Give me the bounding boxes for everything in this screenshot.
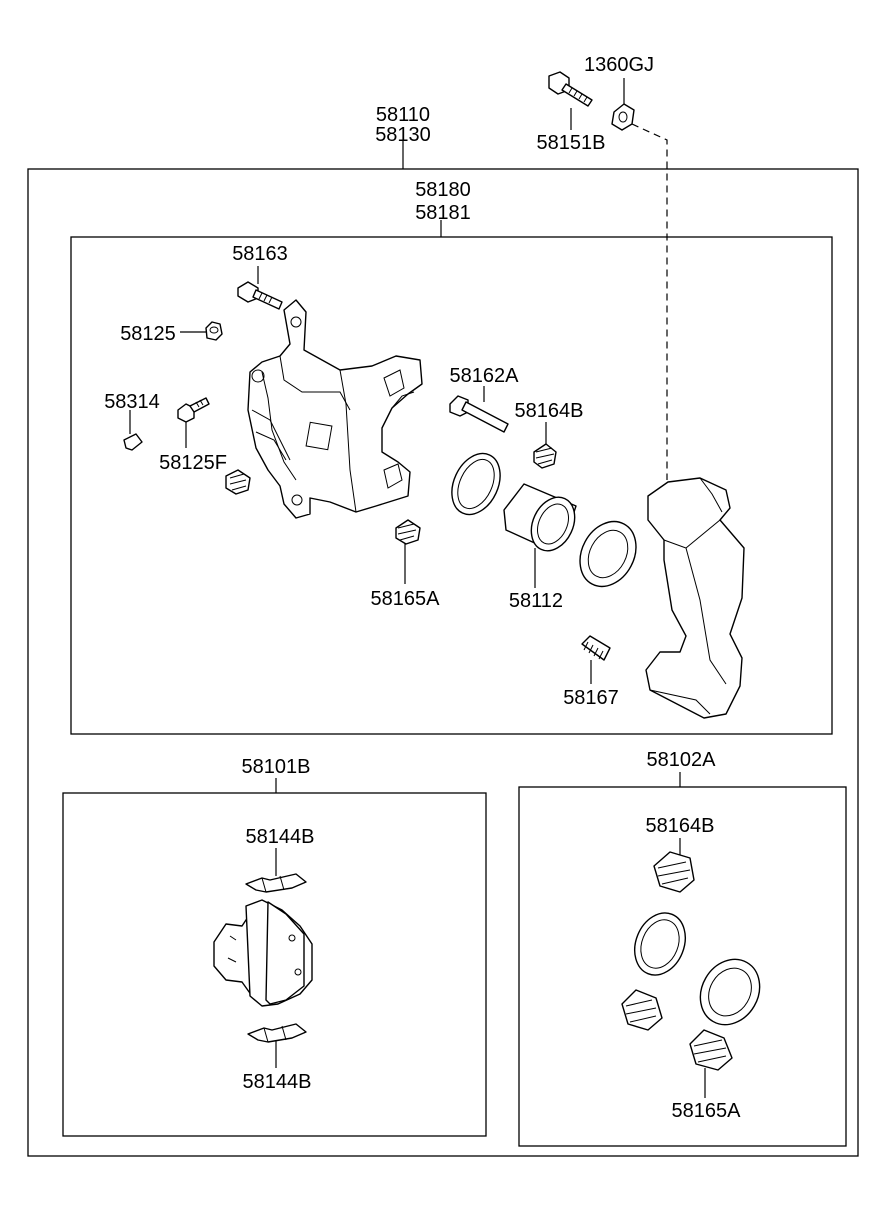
- label-clip-top-58144b: 58144B: [246, 826, 315, 848]
- kit-boot-58165a-icon: [689, 1029, 733, 1071]
- label-58125f: 58125F: [159, 452, 227, 474]
- caliper-frame: [70, 236, 833, 735]
- bolt-58151b-icon: [548, 71, 593, 107]
- label-kit-58164b: 58164B: [646, 815, 715, 837]
- label-pad-kit-58101b: 58101B: [242, 756, 311, 778]
- seal-kit-frame: [518, 786, 847, 1147]
- cap-58314-icon: [123, 433, 143, 451]
- brake-pad-right-icon: [245, 899, 313, 1007]
- piston-seal-ring-icon: [451, 452, 501, 516]
- pad-clip-top-icon: [245, 873, 307, 893]
- outer-assembly-frame: [27, 168, 859, 1157]
- caliper-housing-icon: [247, 299, 423, 519]
- label-58163: 58163: [232, 243, 288, 265]
- bleeder-screw-58125f-icon: [177, 397, 210, 423]
- label-assembly-58130: 58130: [375, 124, 431, 146]
- label-assembly-58110: 58110: [376, 104, 430, 126]
- label-58167: 58167: [563, 687, 619, 709]
- kit-dust-boot-icon: [699, 958, 761, 1026]
- label-seal-kit-58102a: 58102A: [647, 749, 717, 771]
- label-clip-bottom-58144b: 58144B: [243, 1071, 312, 1093]
- kit-boot-left-icon: [621, 989, 663, 1031]
- kit-seal-ring-icon: [634, 912, 686, 976]
- boot-left-icon: [225, 469, 251, 495]
- label-58125: 58125: [120, 323, 176, 345]
- label-58151b: 58151B: [537, 132, 606, 154]
- washer-1360gj-icon: [611, 103, 635, 131]
- kit-boot-58164b-icon: [653, 851, 695, 893]
- label-58314: 58314: [104, 391, 160, 413]
- label-58164b: 58164B: [515, 400, 584, 422]
- leader-lines: [129, 78, 706, 1098]
- label-58112: 58112: [509, 590, 563, 612]
- label-58165a: 58165A: [371, 588, 441, 610]
- guide-pin-58162a-icon: [449, 395, 509, 433]
- dust-boot-ring-icon: [579, 520, 637, 588]
- caliper-bracket-icon: [645, 477, 745, 719]
- pad-clip-bottom-icon: [247, 1023, 307, 1043]
- label-1360gj: 1360GJ: [584, 54, 654, 76]
- pad-kit-frame: [62, 792, 487, 1137]
- bolt-58163-icon: [237, 281, 283, 310]
- bleeder-cap-58125-icon: [205, 321, 223, 341]
- label-caliper-58181: 58181: [415, 202, 471, 224]
- label-kit-58165a: 58165A: [672, 1100, 742, 1122]
- boot-58165a-icon: [395, 519, 421, 545]
- piston-58112-icon: [503, 483, 577, 552]
- boot-58164b-icon: [533, 443, 557, 469]
- label-58162a: 58162A: [450, 365, 520, 387]
- label-caliper-58180: 58180: [415, 179, 471, 201]
- bleeder-58167-icon: [581, 635, 611, 661]
